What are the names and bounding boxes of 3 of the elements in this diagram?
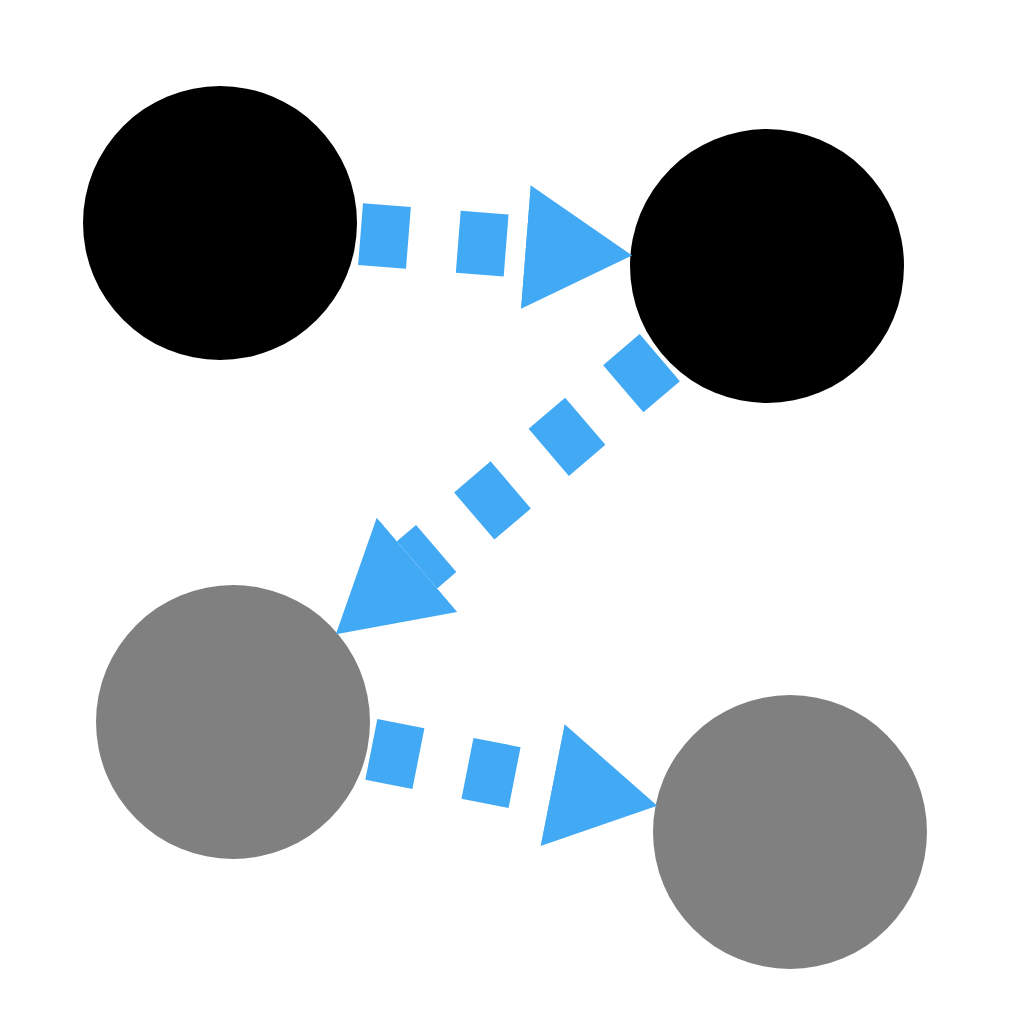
dashed-arrow bbox=[358, 185, 633, 309]
dashed-arrow bbox=[335, 333, 680, 635]
dashed-arrow bbox=[365, 718, 658, 846]
